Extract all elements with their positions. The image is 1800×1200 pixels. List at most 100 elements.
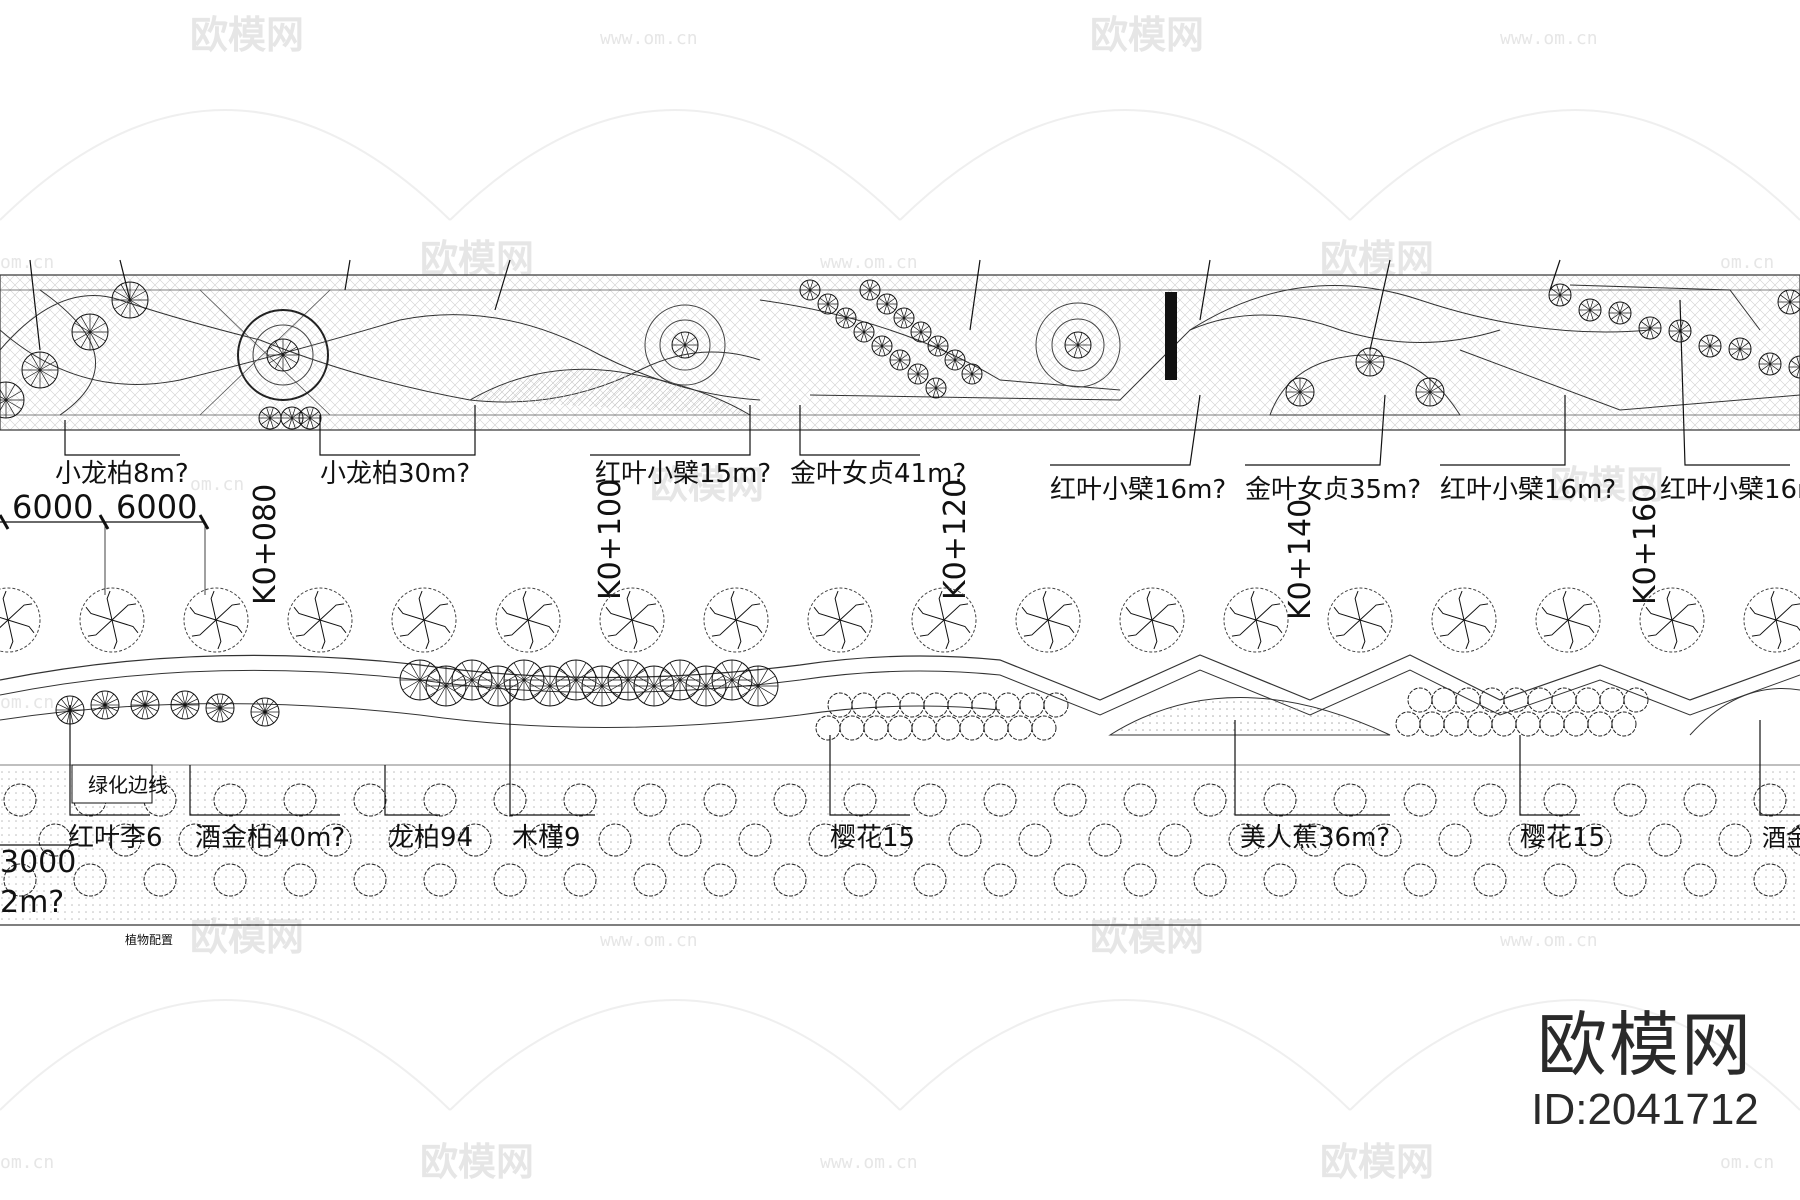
label-xiaolongbai-30: 小龙柏30m? [320, 459, 470, 489]
flowering-shrub-symbol [1788, 824, 1800, 856]
street-tree-symbol [807, 587, 873, 653]
flowering-shrub-symbol [1053, 783, 1087, 817]
flowering-shrub-symbol [815, 715, 841, 741]
shrub-symbol [425, 665, 467, 707]
shrub-symbol [250, 697, 280, 727]
street-tree-symbol [0, 587, 41, 653]
flowering-shrub-symbol [1123, 783, 1157, 817]
station-k0-120: K0+120 [938, 479, 973, 600]
flowering-shrub-symbol [843, 783, 877, 817]
flowering-shrub-symbol [3, 783, 37, 817]
flowering-shrub-symbol [1718, 823, 1752, 857]
flowering-shrub-symbol [353, 863, 387, 897]
flowering-shrub-symbol [983, 715, 1009, 741]
label-jiujinbai-40: 酒金柏40m? [195, 823, 345, 853]
flowering-shrub-symbol [911, 715, 937, 741]
flowering-shrub-symbol [423, 783, 457, 817]
dimension-spacing-right: 6000 [116, 488, 197, 526]
street-tree-symbol [183, 587, 249, 653]
flowering-shrub-symbol [3, 863, 37, 897]
flowering-shrub-symbol [143, 863, 177, 897]
shrub-symbol [1777, 289, 1800, 315]
lower-leader-lines [0, 680, 1800, 846]
flowering-shrub-symbol [1431, 687, 1457, 713]
flowering-shrub-symbol [878, 823, 912, 857]
station-k0-100: K0+100 [593, 479, 628, 600]
watermark-logo: 欧模网 [650, 463, 764, 507]
shrub-symbol [633, 665, 675, 707]
label-jinye-41: 金叶女贞41m? [790, 459, 966, 489]
flowering-shrub-symbol [971, 692, 997, 718]
watermark-url: om.cn [0, 252, 54, 273]
flowering-shrub-symbol [1403, 783, 1437, 817]
flowering-shrub-symbol [1527, 687, 1553, 713]
flowering-shrub-symbol [863, 715, 889, 741]
station-k0-080: K0+080 [248, 484, 283, 605]
upper-leader-lines [29, 259, 1790, 466]
flowering-shrub-symbol [1018, 823, 1052, 857]
flowering-shrub-symbol [1515, 711, 1541, 737]
shrub-symbol [1064, 331, 1092, 359]
flowering-shrub-symbol [248, 823, 282, 857]
flowering-shrub-symbol [458, 823, 492, 857]
flowering-shrub-symbol [283, 783, 317, 817]
watermark-logo: 欧模网 [190, 915, 304, 959]
flowering-shrub-symbol [1613, 863, 1647, 897]
street-tree-symbol [391, 587, 457, 653]
shrub-symbol [555, 659, 597, 701]
station-k0-140: K0+140 [1283, 499, 1318, 620]
flowering-shrub-symbol [1007, 715, 1033, 741]
watermark-logo: 欧模网 [1550, 463, 1664, 507]
shrub-symbol [889, 349, 911, 371]
street-tree-symbol [79, 587, 145, 653]
watermark-logo: 欧模网 [420, 237, 534, 281]
flowering-shrub-symbol [1648, 823, 1682, 857]
flowering-shrub-symbol [773, 863, 807, 897]
flowering-shrub-symbol [983, 783, 1017, 817]
shrub-symbol [859, 279, 881, 301]
label-jiujinbai-edge: 酒金柏 [1762, 824, 1800, 852]
shrub-symbol [130, 690, 160, 720]
flowering-shrub-symbol [773, 783, 807, 817]
label-green-edge: 绿化边线 [88, 773, 168, 797]
shrub-symbol [607, 659, 649, 701]
flowering-shrub-symbol [1683, 783, 1717, 817]
flowering-shrub-symbol [1543, 783, 1577, 817]
flowering-shrub-symbol [738, 823, 772, 857]
median-shrubs [0, 279, 1800, 430]
dimension-bottom-left: 3000 [0, 845, 76, 880]
shrub-symbol [1638, 316, 1662, 340]
shrub-symbol [111, 281, 149, 319]
shrub-symbol [1548, 283, 1572, 307]
flowering-shrub-symbol [899, 692, 925, 718]
flowering-shrub-symbol [1539, 711, 1565, 737]
flowering-shrub-symbol [353, 783, 387, 817]
shrub-symbol [799, 279, 821, 301]
street-tree-symbol [1223, 587, 1289, 653]
label-jinye-35: 金叶女贞35m? [1245, 475, 1421, 505]
shrub-symbol [0, 381, 25, 419]
flowering-shrub-symbol [668, 823, 702, 857]
watermark-url: www.om.cn [820, 252, 918, 273]
label-meirenjiao: 美人蕉36m? [1240, 823, 1390, 853]
flowering-shrub-symbol [875, 692, 901, 718]
flowering-shrub-symbol [1395, 711, 1421, 737]
watermark-url: www.om.cn [600, 28, 698, 49]
flowering-shrub-symbol [1613, 783, 1647, 817]
watermark-logo: 欧模网 [1320, 1140, 1434, 1184]
watermark-logo: 欧模网 [420, 1140, 534, 1184]
shrub-symbol [477, 665, 519, 707]
flowering-shrub-symbol [827, 692, 853, 718]
label-hongye-15: 红叶小檗15m? [595, 459, 771, 489]
shrub-symbol [876, 293, 898, 315]
flowering-shrub-symbol [1578, 823, 1612, 857]
label-hongye-16b: 红叶小檗16m? [1440, 475, 1616, 505]
label-longbai-94: 龙柏94 [388, 823, 473, 853]
roadside-planting-bed [0, 654, 1800, 926]
flowering-shrub-symbol [995, 692, 1021, 718]
flowering-shrub-symbol [318, 823, 352, 857]
flowering-shrub-symbol [213, 863, 247, 897]
flowering-shrub-symbol [1611, 711, 1637, 737]
structure-marker [1165, 292, 1177, 380]
watermark-url: om.cn [1720, 252, 1774, 273]
